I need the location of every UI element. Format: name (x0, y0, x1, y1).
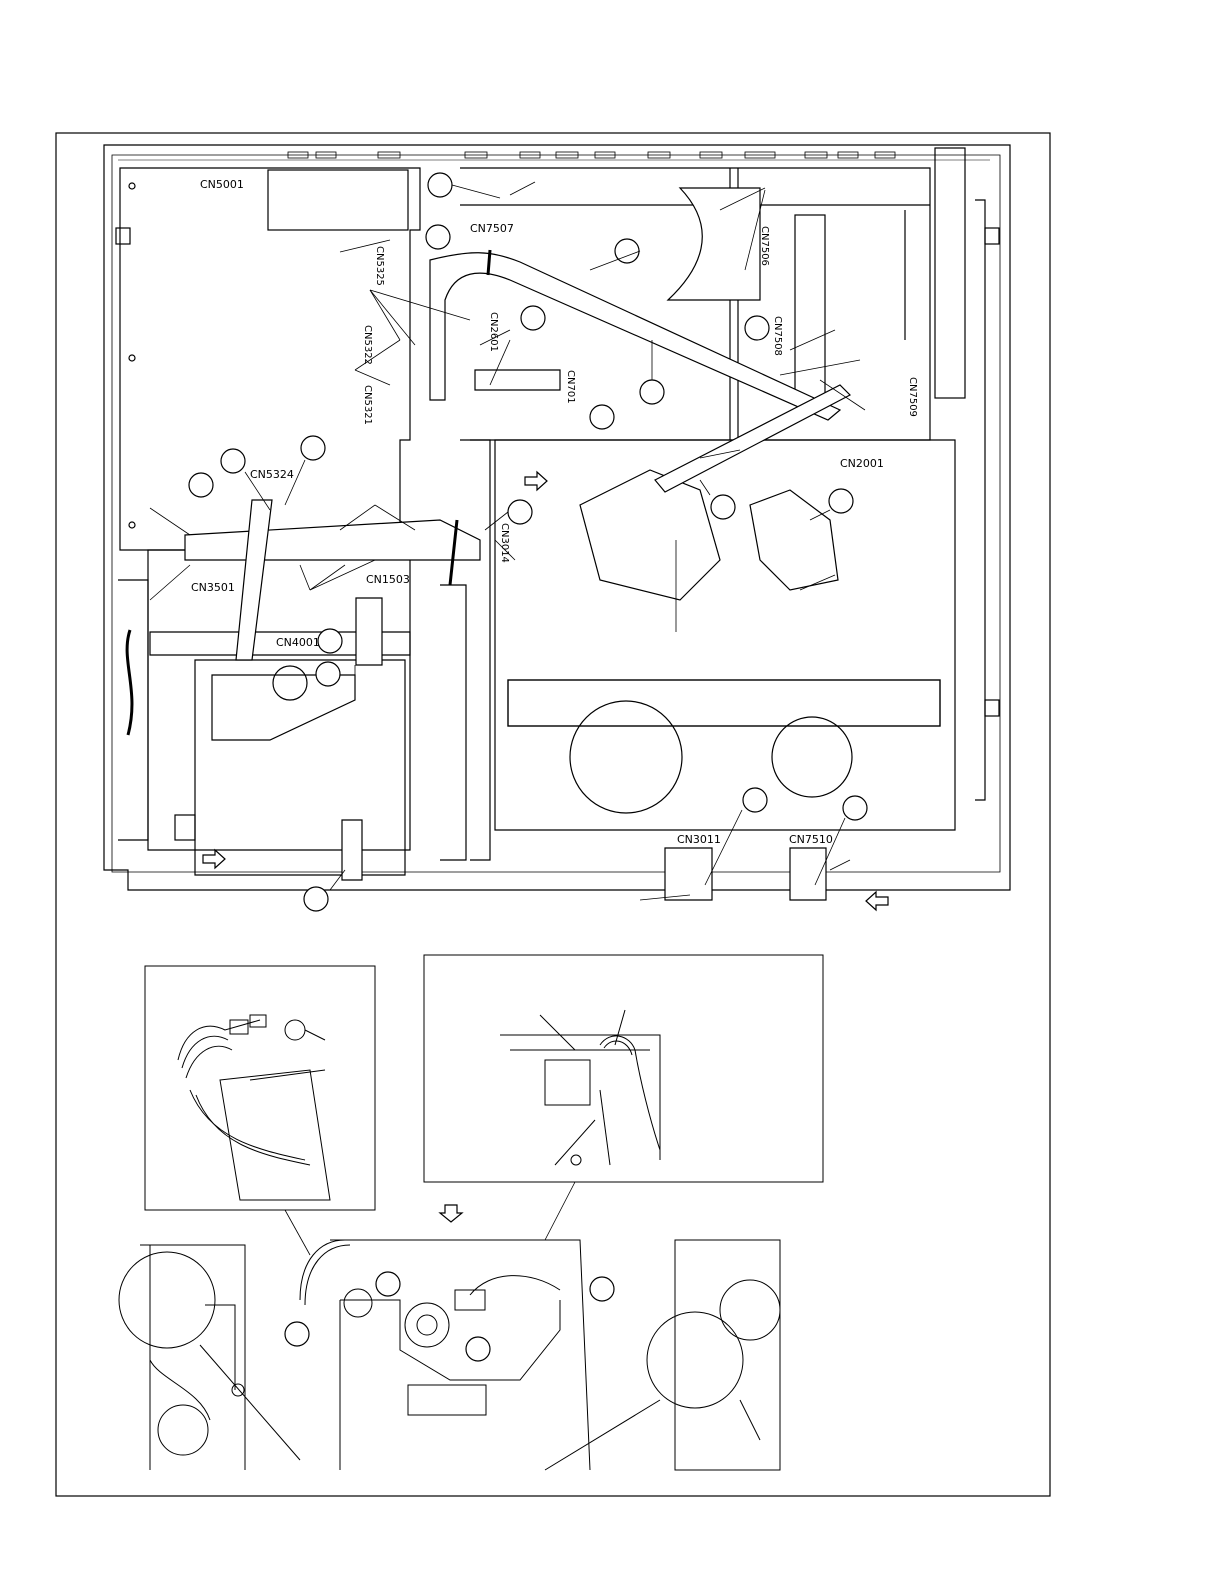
label-cn2601: CN2601 (488, 312, 499, 352)
arrow-down-icon (440, 1205, 462, 1222)
detail-inset-right (424, 955, 823, 1182)
label-cn5325: CN5325 (374, 246, 385, 286)
label-cn5324: CN5324 (250, 468, 294, 481)
arrow-right-icon (203, 850, 225, 868)
label-cn3501: CN3501 (191, 581, 235, 594)
label-cn7509: CN7509 (907, 377, 918, 417)
label-cn7506: CN7506 (759, 226, 770, 266)
arrow-right-icon (525, 472, 547, 490)
label-cn7510: CN7510 (789, 833, 833, 846)
label-cn3014: CN3014 (499, 523, 510, 563)
label-cn7507: CN7507 (470, 222, 514, 235)
label-cn2001: CN2001 (840, 457, 884, 470)
label-cn701: CN701 (565, 370, 576, 404)
label-cn4001: CN4001 (276, 636, 320, 649)
label-cn7508: CN7508 (772, 316, 783, 356)
callout-circles-lower (285, 1272, 614, 1361)
lower-mechanism-views (119, 1240, 780, 1470)
arrow-left-icon (866, 892, 888, 910)
label-cn1503: CN1503 (366, 573, 410, 586)
label-cn3011: CN3011 (677, 833, 721, 846)
label-cn5001: CN5001 (200, 178, 244, 191)
outer-frame (56, 133, 1050, 1496)
label-cn5322: CN5322 (362, 325, 373, 365)
label-cn5321: CN5321 (362, 385, 373, 425)
chassis-top-view (104, 145, 1010, 890)
detail-inset-left (145, 966, 375, 1210)
